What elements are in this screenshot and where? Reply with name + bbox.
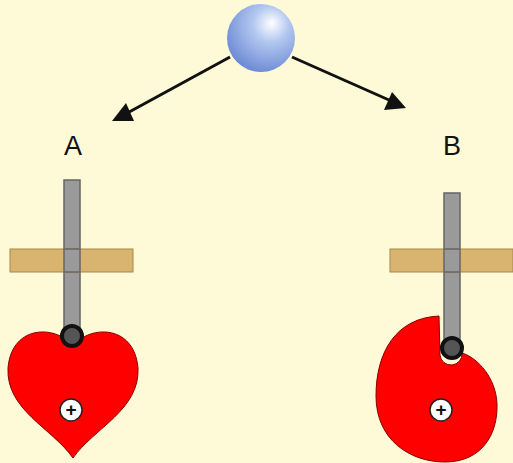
pivot-disc — [60, 399, 82, 421]
guide-bar — [10, 249, 133, 272]
follower-rod — [64, 180, 80, 332]
roller — [62, 326, 82, 346]
snail-cam — [376, 316, 497, 462]
follower-rod — [444, 193, 460, 343]
follower-rod — [444, 249, 460, 272]
pivot-mark: + — [65, 400, 76, 419]
pivot-circle: + — [429, 398, 453, 422]
pivot-disc — [430, 399, 452, 421]
part-letter: A — [64, 133, 82, 160]
arrow-head — [112, 103, 134, 121]
pivot-circle: + — [59, 398, 83, 422]
arrow-head — [384, 92, 406, 110]
pivot-mark: + — [435, 400, 446, 419]
heart-cam — [8, 332, 138, 458]
arrow-line — [292, 57, 398, 104]
guide-bar — [390, 249, 513, 272]
ball — [227, 4, 295, 72]
part-letter: B — [443, 133, 461, 160]
roller — [442, 338, 462, 358]
follower-rod — [64, 249, 80, 272]
arrow-line — [120, 57, 230, 117]
